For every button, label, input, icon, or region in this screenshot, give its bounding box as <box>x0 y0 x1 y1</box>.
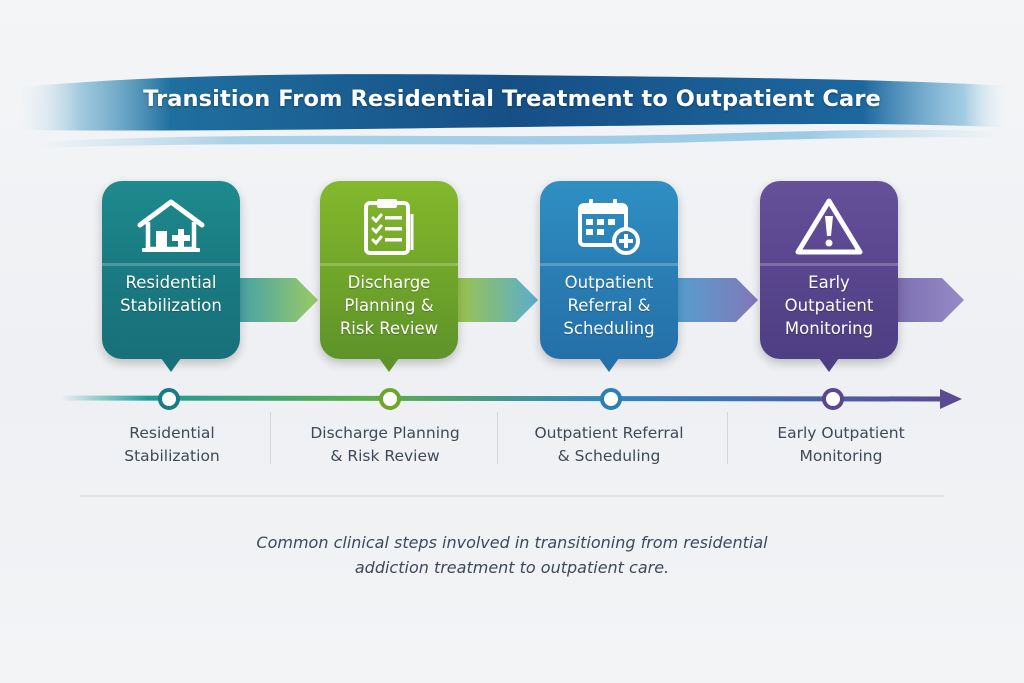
clipboard-checklist-icon <box>364 199 414 255</box>
page-title: Transition From Residential Treatment to… <box>143 86 881 112</box>
connector-arrow-3 <box>678 278 758 322</box>
calendar-plus-icon <box>578 199 640 255</box>
timeline-node-4 <box>822 388 844 410</box>
timeline-arrowhead <box>940 389 962 409</box>
caption: Common clinical steps involved in transi… <box>256 533 768 577</box>
step-card-discharge-planning: Discharge Planning & Risk Review <box>320 181 458 372</box>
timeline-divider <box>497 412 498 464</box>
step-card-residential-stabilization: Residential Stabilization <box>102 181 240 372</box>
house-medical-icon <box>137 199 205 252</box>
timeline-label-outpatient-referral: Outpatient Referral & Scheduling <box>534 424 684 465</box>
timeline-label-early-outpatient-monitoring: Early Outpatient Monitoring <box>777 424 905 465</box>
card-label: Residential Stabilization <box>120 273 222 315</box>
timeline-label-residential-stabilization: Residential Stabilization <box>124 424 220 465</box>
timeline-divider <box>270 412 271 464</box>
timeline-node-1 <box>158 388 180 410</box>
timeline-line <box>57 395 948 402</box>
warning-triangle-icon <box>795 198 863 255</box>
step-card-outpatient-referral: Outpatient Referral & Scheduling <box>540 181 678 372</box>
card-label: Outpatient Referral & Scheduling <box>563 273 655 338</box>
timeline-label-discharge-planning: Discharge Planning & Risk Review <box>310 424 460 465</box>
timeline-divider <box>727 412 728 464</box>
timeline-node-2 <box>379 388 401 410</box>
connector-arrow-1 <box>240 278 318 322</box>
title-banner <box>10 74 1014 131</box>
card-label: Discharge Planning & Risk Review <box>339 273 439 338</box>
connector-arrow-4 <box>898 278 964 322</box>
title-swoosh <box>40 129 1000 148</box>
card-label: Early Outpatient Monitoring <box>784 273 874 338</box>
step-card-early-outpatient-monitoring: Early Outpatient Monitoring <box>760 181 898 372</box>
connector-arrow-2 <box>458 278 538 322</box>
timeline-node-3 <box>600 388 622 410</box>
